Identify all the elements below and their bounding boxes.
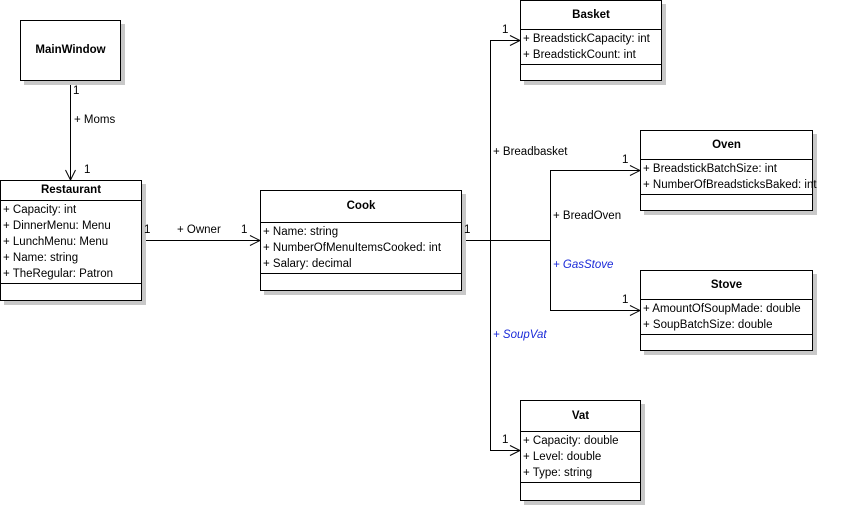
operation-list xyxy=(261,273,461,292)
soupvat-role-label: + SoupVat xyxy=(493,329,547,341)
operation-list xyxy=(641,194,812,212)
attribute-list: + Name: string + NumberOfMenuItemsCooked… xyxy=(261,222,461,273)
class-basket[interactable]: Basket + BreadstickCapacity: int + Bread… xyxy=(520,0,662,81)
gasstove-role-label: + GasStove xyxy=(553,259,614,271)
attribute: + Capacity: double xyxy=(523,435,619,447)
moms-role-label: + Moms xyxy=(74,114,116,126)
class-title: Stove xyxy=(710,279,743,291)
attribute-list: + BreadstickCapacity: int + BreadstickCo… xyxy=(521,29,661,64)
class-mainwindow[interactable]: MainWindow xyxy=(20,20,121,81)
class-title: Vat xyxy=(571,410,590,422)
operation-list xyxy=(521,64,661,82)
attribute: + LunchMenu: Menu xyxy=(3,236,109,248)
moms-source-multiplicity: 1 xyxy=(73,85,80,97)
breadbasket-target-multiplicity: 1 xyxy=(502,24,509,36)
attribute: + BreadstickBatchSize: int xyxy=(643,163,777,175)
attribute-list: + BreadstickBatchSize: int + NumberOfBre… xyxy=(641,159,817,194)
owner-role-label: + Owner xyxy=(177,224,221,236)
breadbasket-role-label: + Breadbasket xyxy=(493,146,568,158)
class-restaurant[interactable]: Restaurant + Capacity: int + DinnerMenu:… xyxy=(0,180,142,301)
breadoven-target-multiplicity: 1 xyxy=(622,154,629,166)
class-oven[interactable]: Oven + BreadstickBatchSize: int + Number… xyxy=(640,130,817,212)
attribute: + Name: string xyxy=(3,252,79,264)
class-cook[interactable]: Cook + Name: string + NumberOfMenuItemsC… xyxy=(260,190,462,291)
attribute-list: + Capacity: int + DinnerMenu: Menu + Lun… xyxy=(1,200,141,283)
class-title: Basket xyxy=(572,9,610,21)
attribute: + AmountOfSoupMade: double xyxy=(643,303,801,315)
attribute: + Salary: decimal xyxy=(263,258,352,270)
operation-list xyxy=(1,283,141,301)
soupvat-target-multiplicity: 1 xyxy=(502,434,509,446)
attribute: + NumberOfBreadsticksBaked: int xyxy=(643,179,817,191)
attribute: + Capacity: int xyxy=(3,204,77,216)
class-title: Restaurant xyxy=(40,184,102,196)
attribute: + Type: string xyxy=(523,467,593,479)
attribute: + TheRegular: Patron xyxy=(3,268,114,280)
class-title: Cook xyxy=(346,200,376,212)
cook-source-multiplicity: 1 xyxy=(464,224,471,236)
attribute: + Name: string xyxy=(263,226,339,238)
attribute-list: + AmountOfSoupMade: double + SoupBatchSi… xyxy=(641,299,812,334)
owner-source-multiplicity: 1 xyxy=(144,224,151,236)
attribute: + SoupBatchSize: double xyxy=(643,319,773,331)
attribute-list: + Capacity: double + Level: double + Typ… xyxy=(521,431,640,482)
operation-list xyxy=(641,334,812,352)
attribute: + BreadstickCount: int xyxy=(523,49,636,61)
moms-target-multiplicity: 1 xyxy=(84,164,91,176)
attribute: + DinnerMenu: Menu xyxy=(3,220,111,232)
attribute: + NumberOfMenuItemsCooked: int xyxy=(263,242,442,254)
class-title: Oven xyxy=(712,139,741,151)
gasstove-target-multiplicity: 1 xyxy=(622,294,629,306)
class-stove[interactable]: Stove + AmountOfSoupMade: double + SoupB… xyxy=(640,270,813,351)
operation-list xyxy=(521,482,640,501)
attribute: + BreadstickCapacity: int xyxy=(523,33,650,45)
owner-target-multiplicity: 1 xyxy=(241,224,248,236)
class-vat[interactable]: Vat + Capacity: double + Level: double +… xyxy=(520,400,641,501)
breadoven-role-label: + BreadOven xyxy=(553,210,622,222)
attribute: + Level: double xyxy=(523,451,602,463)
class-title: MainWindow xyxy=(35,44,106,56)
